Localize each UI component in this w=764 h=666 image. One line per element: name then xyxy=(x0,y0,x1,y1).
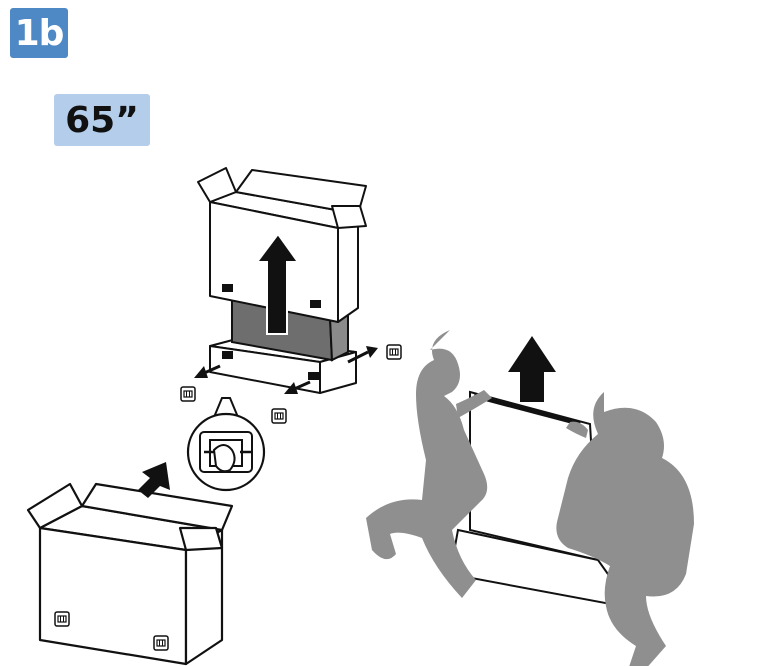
clip-icon xyxy=(154,636,168,650)
box-lift-diagram xyxy=(181,168,401,423)
clip-magnifier-icon xyxy=(188,398,264,490)
clip-icon xyxy=(272,409,286,423)
clip-icon xyxy=(55,612,69,626)
two-person-lift-icon xyxy=(366,330,694,666)
packing-box xyxy=(28,462,232,664)
clip-icon xyxy=(181,387,195,401)
clip-icon xyxy=(387,345,401,359)
lift-up-arrow-icon xyxy=(508,336,556,402)
